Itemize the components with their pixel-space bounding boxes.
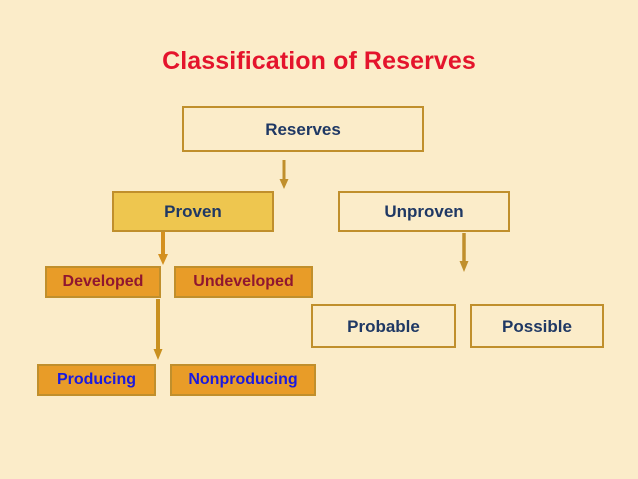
down-arrow-icon-reserves-to-proven	[278, 160, 290, 190]
page-title: Classification of Reserves	[162, 47, 476, 75]
node-proven-label: Proven	[164, 202, 222, 221]
node-possible[interactable]: Possible	[470, 304, 604, 348]
node-reserves-label: Reserves	[265, 119, 341, 139]
node-proven[interactable]: Proven	[112, 191, 274, 232]
node-nonproducing-label: Nonproducing	[188, 371, 298, 388]
node-nonproducing[interactable]: Nonproducing	[170, 364, 316, 396]
node-developed[interactable]: Developed	[45, 266, 161, 298]
down-arrow-icon-undeveloped-to-producing	[152, 299, 164, 361]
node-undeveloped-label: Undeveloped	[193, 273, 294, 290]
node-producing[interactable]: Producing	[37, 364, 156, 396]
node-reserves[interactable]: Reserves	[182, 106, 424, 152]
down-arrow-icon-unproven-to-probable	[458, 233, 470, 273]
down-arrow-icon-proven-to-developed	[157, 232, 169, 266]
node-developed-label: Developed	[62, 273, 144, 290]
node-undeveloped[interactable]: Undeveloped	[174, 266, 313, 298]
node-probable[interactable]: Probable	[311, 304, 456, 348]
node-unproven[interactable]: Unproven	[338, 191, 510, 232]
node-producing-label: Producing	[56, 371, 137, 388]
node-unproven-label: Unproven	[384, 202, 464, 221]
node-probable-label: Probable	[347, 316, 420, 336]
node-possible-label: Possible	[502, 316, 572, 336]
